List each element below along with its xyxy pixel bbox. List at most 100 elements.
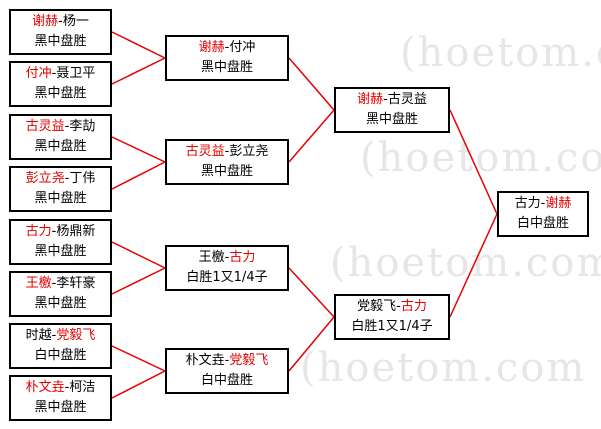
bracket-connector [111,241,166,269]
player-name: 谢赫 [198,40,225,55]
player-name: 朴文垚 [185,353,225,368]
match-result: 白胜1又1/4子 [186,270,268,285]
match-players: 王檄-李轩豪 [26,274,96,294]
player-separator: - [51,66,57,81]
match-players: 古力-谢赫 [515,194,572,214]
match-players: 朴文垚-党毅飞 [186,351,269,371]
match-box: 古力-谢赫白中盘胜 [497,191,589,237]
player-separator: - [224,250,230,265]
match-result: 黑中盘胜 [34,86,87,101]
match-box: 时越-党毅飞白中盘胜 [9,323,112,369]
match-box: 古灵益-彭立尧黑中盘胜 [165,139,289,185]
match-players: 古灵益-李劼 [26,117,96,137]
match-players: 古灵益-彭立尧 [186,142,269,162]
player-separator: - [224,144,230,159]
match-result: 黑中盘胜 [34,139,87,154]
match-box: 古力-杨鼎新黑中盘胜 [9,219,112,265]
player-name: 党毅飞 [357,299,397,314]
player-separator: - [64,380,70,395]
player-separator: - [64,119,70,134]
match-players: 谢赫-付冲 [199,38,256,58]
match-box: 朴文垚-党毅飞白中盘胜 [165,348,289,394]
player-name: 朴文垚 [25,380,65,395]
bracket-connector [111,161,166,190]
player-separator: - [64,171,70,186]
player-name: 丁伟 [69,171,96,186]
player-name: 古力 [229,250,256,265]
bracket-connector [288,316,335,372]
match-result: 白中盘胜 [34,348,87,363]
bracket-connector [111,136,166,163]
match-result: 白胜1又1/4子 [351,319,433,334]
match-box: 古灵益-李劼黑中盘胜 [9,114,112,160]
player-name: 杨一 [62,14,89,29]
player-separator: - [224,40,230,55]
player-separator: - [58,14,63,29]
match-players: 付冲-聂卫平 [26,64,96,84]
player-separator: - [51,224,57,239]
player-name: 王檄 [25,276,52,291]
bracket-connector [111,267,166,295]
player-separator: - [540,196,546,211]
match-box: 党毅飞-古力白胜1又1/4子 [334,294,450,340]
player-name: 党毅飞 [56,328,96,343]
match-result: 黑中盘胜 [34,296,87,311]
match-box: 谢赫-付冲黑中盘胜 [165,35,289,81]
bracket-connector [288,109,335,163]
player-name: 古灵益 [185,144,225,159]
bracket-connector [111,57,166,85]
bracket-connector [111,31,166,59]
player-name: 古力 [25,224,52,239]
player-name: 时越 [25,328,52,343]
bracket-connector [449,213,498,318]
player-name: 王檄 [198,250,225,265]
match-players: 谢赫-古灵益 [357,90,427,110]
player-name: 古灵益 [25,119,65,134]
player-separator: - [51,276,57,291]
bracket-connector [111,345,166,372]
player-separator: - [51,328,57,343]
player-name: 党毅飞 [229,353,269,368]
player-name: 谢赫 [545,196,572,211]
match-players: 谢赫-杨一 [32,12,89,32]
match-box: 朴文垚-柯洁黑中盘胜 [9,375,112,421]
player-name: 古力 [514,196,541,211]
player-name: 彭立尧 [25,171,65,186]
match-result: 黑中盘胜 [34,34,87,49]
match-result: 黑中盘胜 [365,112,418,127]
match-box: 付冲-聂卫平黑中盘胜 [9,61,112,107]
player-name: 付冲 [229,40,256,55]
player-name: 李劼 [69,119,96,134]
match-result: 黑中盘胜 [200,60,253,75]
match-players: 王檄-古力 [199,248,256,268]
match-box: 王檄-李轩豪黑中盘胜 [9,271,112,317]
player-name: 柯洁 [69,380,96,395]
player-name: 彭立尧 [229,144,269,159]
bracket-connector [449,109,498,215]
player-separator: - [383,92,388,107]
match-result: 黑中盘胜 [34,191,87,206]
match-players: 朴文垚-柯洁 [26,378,96,398]
match-result: 黑中盘胜 [34,400,87,415]
player-separator: - [396,299,401,314]
match-players: 时越-党毅飞 [26,326,96,346]
bracket-connector [111,370,166,399]
match-box: 谢赫-杨一黑中盘胜 [9,9,112,55]
bracket-connector [288,57,335,111]
player-name: 付冲 [25,66,52,81]
player-name: 李轩豪 [56,276,96,291]
match-result: 白中盘胜 [516,216,569,231]
player-name: 谢赫 [32,14,59,29]
player-name: 杨鼎新 [56,224,96,239]
player-name: 古灵益 [387,92,427,107]
match-players: 古力-杨鼎新 [26,222,96,242]
player-separator: - [224,353,230,368]
match-result: 黑中盘胜 [34,244,87,259]
match-players: 彭立尧-丁伟 [26,169,96,189]
match-result: 白中盘胜 [200,373,253,388]
match-result: 黑中盘胜 [200,164,253,179]
match-players: 党毅飞-古力 [357,297,427,317]
player-name: 古力 [400,299,427,314]
match-box: 谢赫-古灵益黑中盘胜 [334,87,450,133]
match-box: 彭立尧-丁伟黑中盘胜 [9,166,112,212]
